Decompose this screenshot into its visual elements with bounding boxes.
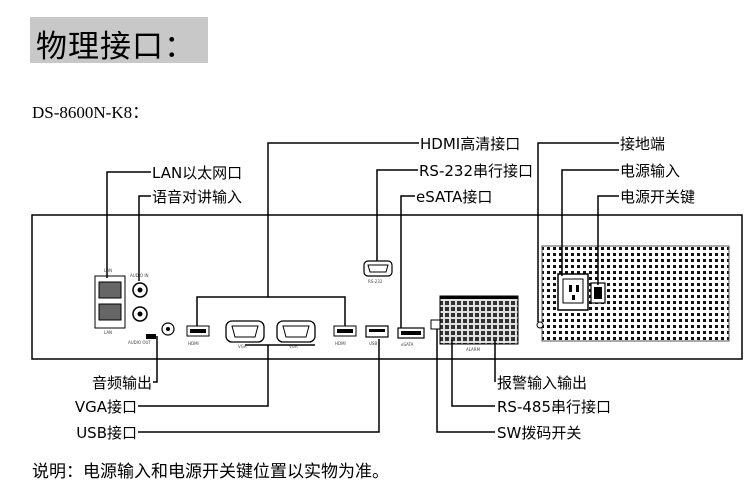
leader-power-switch xyxy=(597,195,619,285)
leader-vga xyxy=(138,345,269,407)
label-vga: VGA接口 xyxy=(75,398,137,416)
leader-usb xyxy=(138,339,380,433)
lan-ports: LAN LAN xyxy=(94,268,126,335)
rs232-port: RS-232 xyxy=(363,260,393,284)
hdmi-port-1: HDMI xyxy=(186,325,210,346)
leader-audio-out xyxy=(153,336,158,383)
label-rs485: RS-485串行接口 xyxy=(497,398,611,416)
leader-audio-in xyxy=(138,195,151,281)
leader-rs485 xyxy=(451,340,495,407)
lan-top-mark: LAN xyxy=(104,268,112,273)
label-ground: 接地端 xyxy=(620,135,665,153)
rs232-mark: RS-232 xyxy=(368,279,383,284)
section-heading-box: 物理接口： xyxy=(30,17,208,65)
label-esata: eSATA接口 xyxy=(416,188,492,206)
leader-power-in xyxy=(561,169,619,276)
power-supply xyxy=(536,245,730,342)
label-sw-dip: SW拨码开关 xyxy=(497,424,581,442)
vga-port-2: VGA xyxy=(276,320,316,349)
usb-mark: USB xyxy=(369,341,377,346)
audio-out-mark: AUDIO OUT xyxy=(128,340,151,345)
model-name: DS-8600N-K8： xyxy=(32,103,150,122)
section-heading: 物理接口： xyxy=(36,29,196,65)
leader-lines xyxy=(106,142,619,433)
leader-rs232 xyxy=(376,169,418,261)
leader-esata xyxy=(400,195,415,328)
label-lan: LAN以太网口 xyxy=(152,164,242,182)
vga2-mark: VGA xyxy=(289,344,298,349)
label-usb: USB接口 xyxy=(76,424,137,442)
footnote: 说明：电源输入和电源开关键位置以实物为准。 xyxy=(32,462,389,482)
terminal-block: ALARM xyxy=(430,295,519,352)
esata-mark: eSATA xyxy=(401,342,414,347)
vga1-mark: VGA xyxy=(238,344,247,349)
label-rs232: RS-232串行接口 xyxy=(419,162,533,180)
leader-sw-dip xyxy=(436,329,495,433)
alarm-mark: ALARM xyxy=(466,347,481,352)
label-hdmi: HDMI高清接口 xyxy=(420,135,520,153)
lan-bottom-mark: LAN xyxy=(104,330,112,335)
hdmi1-mark: HDMI xyxy=(188,341,199,346)
leader-hdmi-b xyxy=(268,296,346,326)
vga-port-1: VGA xyxy=(225,320,265,349)
usb-port: USB xyxy=(365,325,389,346)
leader-lan xyxy=(106,171,151,278)
label-power-switch: 电源开关键 xyxy=(620,188,695,206)
label-audio-out: 音频输出 xyxy=(92,374,152,392)
label-power-in: 电源输入 xyxy=(620,162,680,180)
leader-ground xyxy=(537,142,619,322)
label-alarm-io: 报警输入输出 xyxy=(497,374,587,392)
hdmi2-mark: HDMI xyxy=(335,341,346,346)
esata-port: eSATA xyxy=(397,327,425,347)
label-audio-talk-in: 语音对讲输入 xyxy=(152,188,242,206)
